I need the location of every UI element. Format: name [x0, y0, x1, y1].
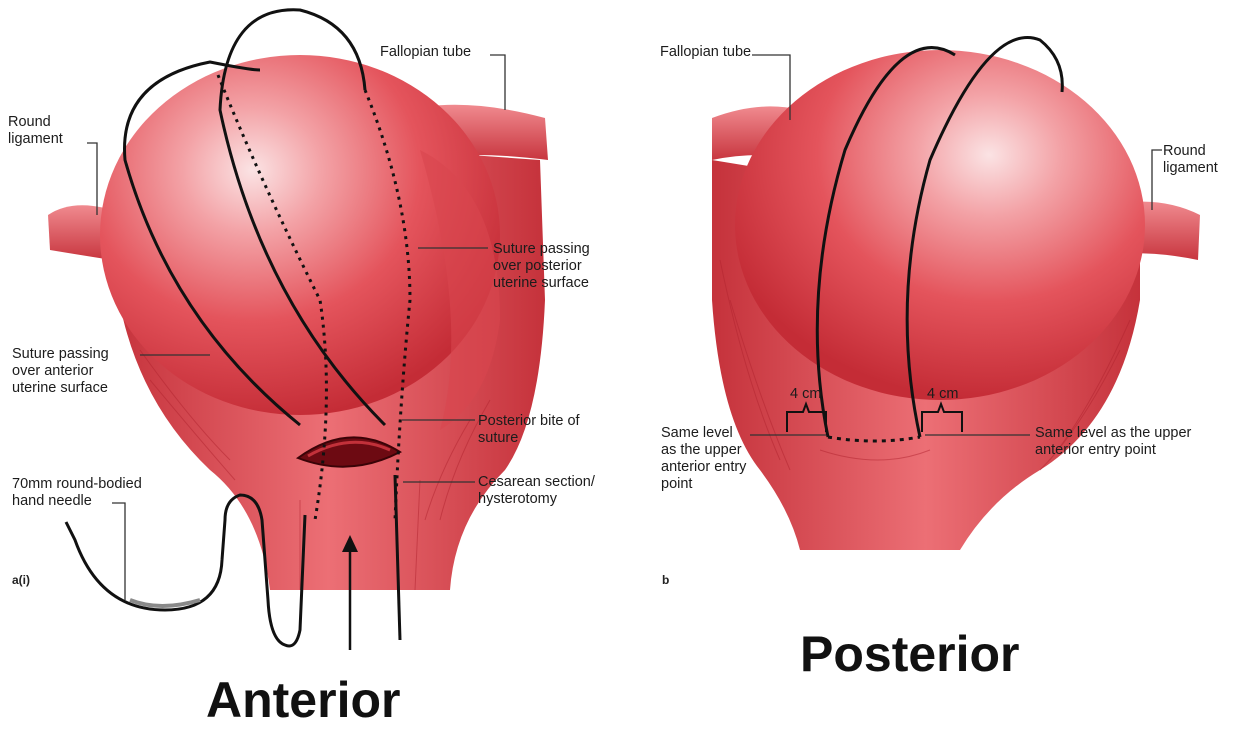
label-line: Suture passing [12, 346, 109, 363]
panel-tag-posterior: b [662, 573, 669, 587]
label-line: suture [478, 430, 580, 447]
label-suture-posterior-surface: Suture passing over posterior uterine su… [493, 241, 590, 292]
label-round-ligament-anterior: Round ligament [8, 114, 63, 148]
fundus [100, 55, 500, 415]
label-line: hand needle [12, 493, 142, 510]
label-line: Round [1163, 143, 1218, 160]
label-hand-needle: 70mm round-bodied hand needle [12, 476, 142, 510]
label-line: ligament [8, 131, 63, 148]
title-posterior: Posterior [800, 626, 1020, 682]
label-line: as the upper [661, 442, 746, 459]
label-line: anterior entry [661, 459, 746, 476]
label-line: hysterotomy [478, 491, 595, 508]
label-round-ligament-posterior: Round ligament [1163, 143, 1218, 177]
label-line: Suture passing [493, 241, 590, 258]
label-distance-right: 4 cm [927, 386, 958, 403]
hand-needle [66, 522, 222, 610]
label-line: point [661, 476, 746, 493]
label-posterior-bite: Posterior bite of suture [478, 413, 580, 447]
label-same-level-left: Same level as the upper anterior entry p… [661, 425, 746, 493]
label-line: anterior entry point [1035, 442, 1191, 459]
label-line: uterine surface [493, 275, 590, 292]
label-suture-anterior-surface: Suture passing over anterior uterine sur… [12, 346, 109, 397]
fundus-posterior [735, 50, 1145, 400]
title-anterior: Anterior [206, 672, 400, 728]
label-same-level-right: Same level as the upper anterior entry p… [1035, 425, 1191, 459]
label-line: Posterior bite of [478, 413, 580, 430]
label-line: over anterior [12, 363, 109, 380]
label-line: Same level [661, 425, 746, 442]
label-line: ligament [1163, 160, 1218, 177]
label-cesarean-section: Cesarean section/ hysterotomy [478, 474, 595, 508]
label-distance-left: 4 cm [790, 386, 821, 403]
label-line: 70mm round-bodied [12, 476, 142, 493]
label-line: Same level as the upper [1035, 425, 1191, 442]
label-line: Round [8, 114, 63, 131]
posterior-uterus [712, 50, 1200, 550]
label-line: over posterior [493, 258, 590, 275]
label-fallopian-tube-anterior: Fallopian tube [380, 44, 471, 61]
label-line: Cesarean section/ [478, 474, 595, 491]
label-line: uterine surface [12, 380, 109, 397]
label-fallopian-tube-posterior: Fallopian tube [660, 44, 751, 61]
panel-tag-anterior: a(i) [12, 573, 30, 587]
